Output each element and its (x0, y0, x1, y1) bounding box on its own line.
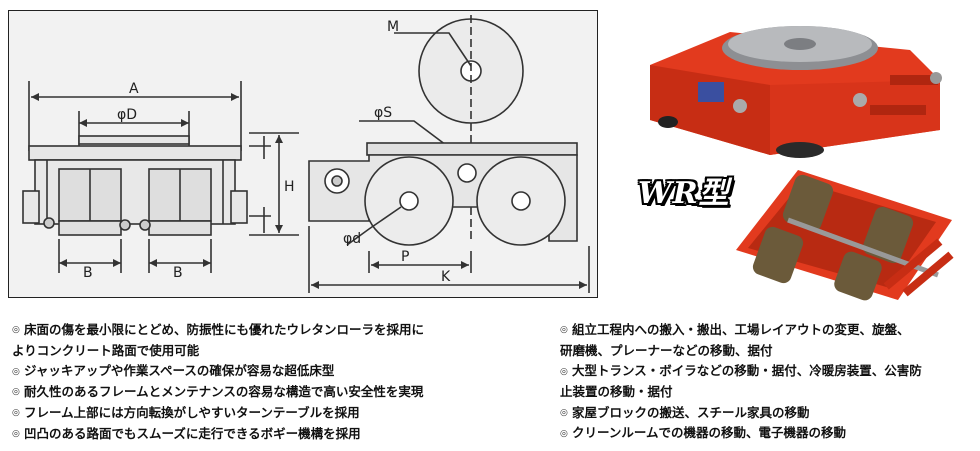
bullet-icon: ◎ (12, 366, 20, 377)
bullet-icon: ◎ (560, 407, 568, 418)
dim-label-phiD: φD (117, 107, 137, 123)
dim-label-M: M (387, 19, 399, 35)
feature-list-left: ◎床面の傷を最小限にとどめ、防振性にも優れたウレタンローラを採用によりコンクリー… (12, 320, 532, 444)
technical-drawing: A φD B B H M φS φd P K (8, 10, 598, 298)
bullet-icon: ◎ (12, 408, 20, 418)
bullet-icon: ◎ (12, 325, 20, 336)
feature-list-right: ◎組立工程内への搬入・搬出、工場レイアウトの変更、旋盤、研磨機、プレーナーなどの… (560, 320, 975, 444)
dim-label-P: P (401, 249, 409, 265)
bullet-icon: ◎ (560, 325, 568, 336)
list-item: ◎組立工程内への搬入・搬出、工場レイアウトの変更、旋盤、研磨機、プレーナーなどの… (560, 322, 910, 358)
product-photo-bottom (736, 170, 954, 301)
dim-label-B-right: B (173, 265, 183, 281)
dim-label-K: K (441, 269, 451, 285)
list-item: ◎クリーンルームでの機器の移動、電子機器の移動 (560, 423, 975, 444)
list-item: ◎耐久性のあるフレームとメンテナンスの容易な構造で高い安全性を実現 (12, 382, 532, 403)
drawing-svg: A φD B B H M φS φd P K (22, 15, 590, 293)
list-item: ◎家屋ブロックの搬送、スチール家具の移動 (560, 403, 975, 424)
list-item: ◎床面の傷を最小限にとどめ、防振性にも優れたウレタンローラを採用によりコンクリー… (12, 322, 425, 358)
bullet-icon: ◎ (12, 428, 20, 439)
dim-label-phid: φd (343, 231, 361, 247)
product-photo-top (650, 26, 942, 158)
bullet-icon: ◎ (12, 387, 20, 398)
list-item: ◎大型トランス・ボイラなどの移動・据付、冷暖房装置、公害防止装置の移動・据付 (560, 363, 922, 399)
bullet-icon: ◎ (560, 366, 568, 377)
dim-label-B-left: B (83, 265, 93, 281)
dim-label-A: A (129, 81, 139, 97)
dim-label-phiS: φS (374, 105, 392, 121)
list-item: ◎凹凸のある路面でもスムーズに走行できるボギー機構を採用 (12, 424, 532, 445)
list-item: ◎ジャッキアップや作業スペースの確保が容易な超低床型 (12, 361, 532, 382)
bullet-icon: ◎ (560, 428, 568, 439)
list-item: ◎フレーム上部には方向転換がしやすいターンテーブルを採用 (12, 403, 532, 424)
dim-label-H: H (284, 179, 295, 195)
product-name: WR型 (638, 176, 730, 211)
